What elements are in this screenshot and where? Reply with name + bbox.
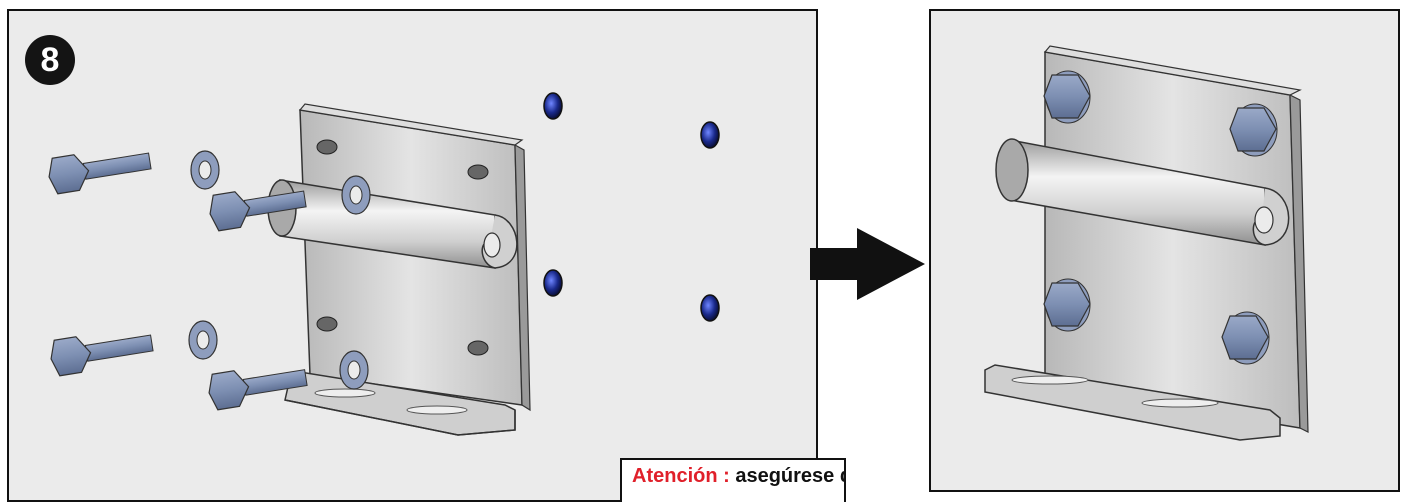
bolts-exploded: [48, 152, 308, 411]
step-number-badge: 8: [25, 35, 75, 85]
wall-plugs: [543, 92, 720, 322]
attention-text: asegúrese de que los soportes de pared: [735, 465, 844, 487]
attention-note: Atención : asegúrese de que los soportes…: [620, 458, 846, 502]
washers: [188, 150, 371, 390]
attention-label: Atención :: [632, 465, 730, 487]
arrow-right-icon: [810, 228, 925, 300]
wall-bracket-assembled: [984, 45, 1309, 441]
